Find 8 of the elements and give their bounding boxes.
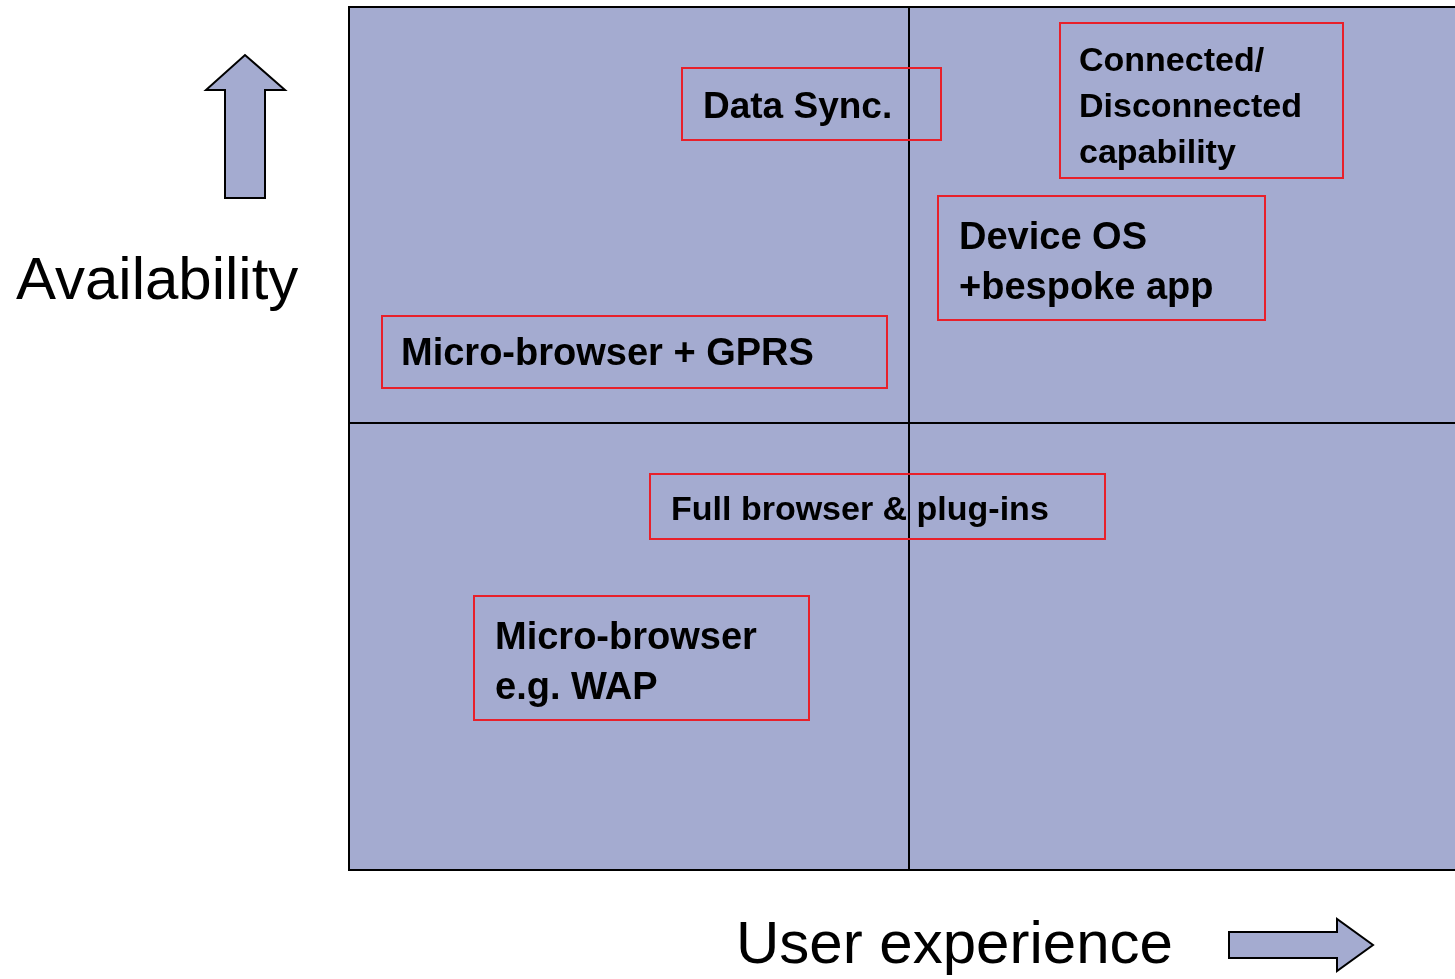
label-box: Full browser & plug-ins	[649, 473, 1106, 540]
axis-label: Availability	[16, 246, 299, 312]
axis-label: User experience	[736, 910, 1173, 976]
label-box: Data Sync.	[681, 67, 942, 141]
label-box: Connected/ Disconnected capability	[1059, 22, 1344, 179]
label-box: Micro-browser e.g. WAP	[473, 595, 810, 721]
label-box: Micro-browser + GPRS	[381, 315, 888, 389]
label-box: Device OS +bespoke app	[937, 195, 1266, 321]
